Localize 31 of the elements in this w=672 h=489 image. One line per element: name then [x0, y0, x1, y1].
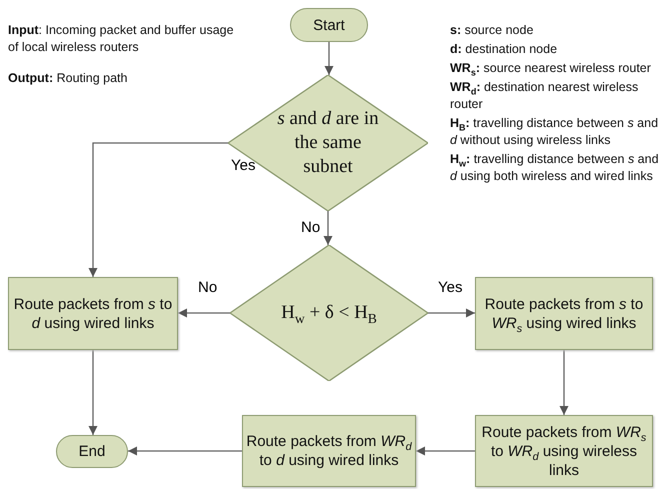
arrow — [88, 142, 228, 277]
arrow — [178, 308, 230, 318]
node-text: Route packets from WR$_{d}$ to d using wired links — [245, 432, 413, 470]
io-note: Input: Incoming packet and buffer usage of local wireless routers — [8, 22, 235, 56]
decision-diamond — [230, 245, 428, 381]
arrow — [88, 350, 98, 435]
arrow — [128, 446, 242, 456]
arrow — [416, 446, 475, 456]
node-text: End — [78, 442, 106, 461]
definition-text: s: source node — [450, 22, 534, 39]
arrow — [428, 308, 475, 318]
definition-text: WR$_{s}$: source nearest wireless router — [450, 60, 652, 77]
terminal-pill — [56, 435, 128, 468]
terminal-pill — [290, 8, 368, 42]
node-text: Route packets from s to d using wired links — [12, 294, 174, 332]
process-box — [8, 277, 178, 350]
condition-text: H$_{w}$ + δ < H$_{B}$ — [281, 301, 377, 325]
condition-text: s and d are in the same subnet — [276, 107, 380, 179]
process-box — [242, 415, 416, 487]
process-box — [475, 415, 653, 487]
definition-text: d: destination node — [450, 41, 558, 58]
node-text: Route packets from s to WR$_{s}$ using wired links — [484, 294, 644, 332]
definition-text: H$_{w}$: travelling distance between s and d using both wireless and wired links — [450, 151, 660, 185]
io-note: Output: Routing path — [8, 70, 128, 87]
arrow — [324, 211, 332, 245]
decision-diamond — [228, 75, 428, 211]
process-box — [475, 277, 653, 350]
node-text: Start — [313, 16, 345, 34]
arrow — [324, 42, 334, 75]
arrow — [560, 350, 568, 415]
node-text: Route packets from WR$_{s}$ to WR$_{d}$ using wireless links — [480, 422, 648, 480]
